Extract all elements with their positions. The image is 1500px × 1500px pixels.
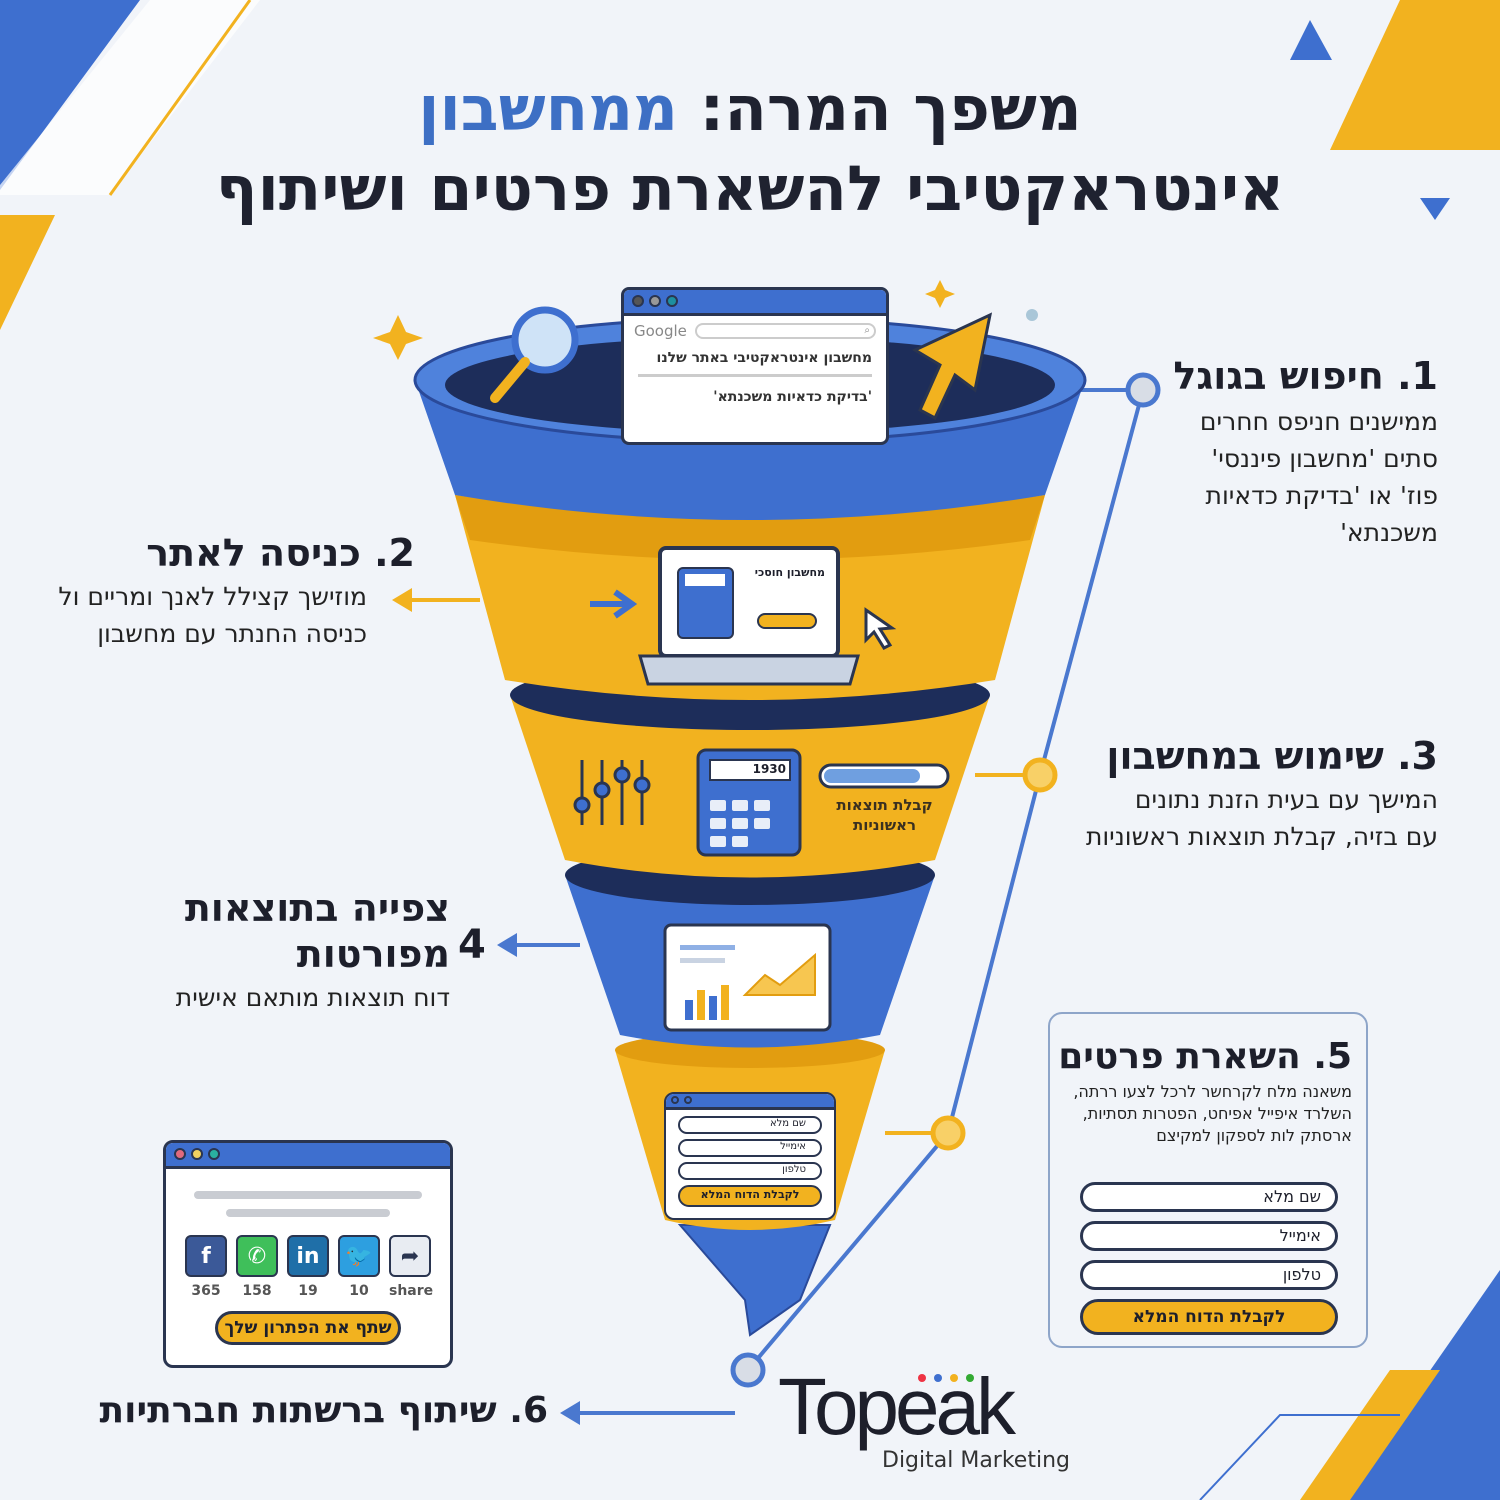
step-marker (1125, 372, 1161, 408)
corner-line (1199, 1414, 1400, 1500)
step-marker (730, 1352, 766, 1388)
step-marker (1022, 757, 1058, 793)
corner-shape (1330, 0, 1500, 150)
facebook-icon[interactable]: f (185, 1235, 227, 1277)
step-marker (930, 1115, 966, 1151)
page-title-line1: משפך המרה: ממחשבון (150, 72, 1350, 145)
magnifier-icon (511, 306, 579, 374)
sparkle-icon (373, 315, 423, 360)
title-accent: ממחשבון (418, 72, 678, 145)
full-name-field[interactable]: שם מלא (1080, 1182, 1338, 1212)
social-item[interactable]: 🐦 10 (338, 1235, 380, 1299)
share-solution-button[interactable]: שתף את הפתרון שלך (215, 1311, 401, 1345)
step-6: 6. שיתוף ברשתות חברתיות (78, 1390, 548, 1431)
calculator-display: 1930 (752, 762, 786, 776)
sliders-icon (573, 760, 651, 825)
share-count: 365 (191, 1283, 221, 1299)
form-mock: שם מלא אימייל טלפון לקבלת הדוח המלא (664, 1092, 836, 1220)
linkedin-icon[interactable]: in (287, 1235, 329, 1277)
step-3: 3. שימוש במחשבון המישך עם בעית הזנת נתונ… (1038, 734, 1438, 855)
search-browser-mock: Google ⌕ מחשבון אינטראקטיבי באתר שלנו 'ב… (621, 287, 889, 445)
get-report-button[interactable]: לקבלת הדוח המלא (1080, 1299, 1338, 1335)
progress-fill (824, 769, 920, 783)
corner-shape (1300, 1370, 1440, 1500)
share-icon[interactable]: ➦ (389, 1235, 431, 1277)
step-1-title: 1. חיפוש בגוגל (1173, 354, 1438, 398)
browser-titlebar (624, 290, 886, 316)
browser-titlebar (166, 1143, 450, 1169)
step-2-title: 2. כניסה לאתר (146, 531, 415, 575)
step-5-box: 5. השארת פרטים משאנה מלח לקרחשר לרכל לצע… (1048, 1012, 1368, 1348)
form-field: שם מלא (678, 1116, 822, 1134)
form-button: לקבלת הדוח המלא (678, 1185, 822, 1207)
step-3-title: 3. שימוש במחשבון (1106, 734, 1438, 778)
step-5-text: משאנה מלח לקרחשר לרכל לצעו ררתה,השלרד אי… (1073, 1082, 1352, 1146)
search-result: 'בדיקת כדאיות משכנתא' (713, 389, 872, 405)
share-count: 158 (242, 1283, 272, 1299)
cursor-icon (864, 607, 897, 650)
twitter-icon[interactable]: 🐦 (338, 1235, 380, 1277)
step-5-title: 5. השארת פרטים (1058, 1036, 1352, 1077)
search-input[interactable]: ⌕ (694, 323, 876, 339)
triangle-decor (1420, 198, 1450, 220)
topeak-logo: Topeak Digital Marketing (778, 1362, 1070, 1473)
share-count: 19 (298, 1283, 318, 1299)
logo-name: Topeak (778, 1362, 1016, 1451)
arrow-icon (590, 589, 638, 619)
form-field: טלפון (678, 1162, 822, 1180)
phone-field[interactable]: טלפון (1080, 1260, 1338, 1290)
social-item[interactable]: ✆ 158 (236, 1235, 278, 1299)
social-item[interactable]: in 19 (287, 1235, 329, 1299)
corner-shape (0, 215, 55, 330)
page-title-line2: אינטראקטיבי להשארת פרטים ושיתוף (215, 152, 1285, 225)
google-logo: Google (634, 322, 687, 340)
step-4-number: 4 (458, 922, 486, 968)
title-prefix: משפך המרה: (677, 72, 1082, 145)
social-icons: f 365 ✆ 158 in 19 🐦 10 ➦ share (166, 1235, 450, 1299)
logo-tagline: Digital Marketing (882, 1448, 1070, 1473)
step-5: 5. השארת פרטים משאנה מלח לקרחשר לרכל לצע… (1056, 1036, 1352, 1147)
form-field: אימייל (678, 1139, 822, 1157)
report-mock (663, 923, 832, 1032)
cursor-icon (911, 312, 993, 421)
sparkle-icon (925, 280, 955, 308)
share-card: f 365 ✆ 158 in 19 🐦 10 ➦ share שתף את הפתרון שלך (163, 1140, 453, 1368)
social-item[interactable]: f 365 (185, 1235, 227, 1299)
step-6-title: 6. שיתוף ברשתות חברתיות (99, 1390, 548, 1431)
connector-line (746, 389, 1145, 1372)
email-field[interactable]: אימייל (1080, 1221, 1338, 1251)
triangle-decor (1290, 20, 1332, 60)
corner-line (108, 0, 252, 196)
whatsapp-icon[interactable]: ✆ (236, 1235, 278, 1277)
corner-shape (0, 0, 260, 195)
social-item[interactable]: ➦ share (389, 1235, 434, 1299)
step-4-text: דוח תוצאות מותאם אישית (175, 983, 450, 1012)
share-count: 10 (349, 1283, 369, 1299)
site-heading: מחשבון חוסכי (754, 566, 825, 579)
step-2: 2. כניסה לאתר מוזישך קצילל לאנך ומריים ו… (40, 531, 415, 652)
search-result: מחשבון אינטראקטיבי באתר שלנו (656, 350, 872, 366)
share-count: share (389, 1283, 434, 1299)
funnel-spout (677, 1224, 832, 1337)
